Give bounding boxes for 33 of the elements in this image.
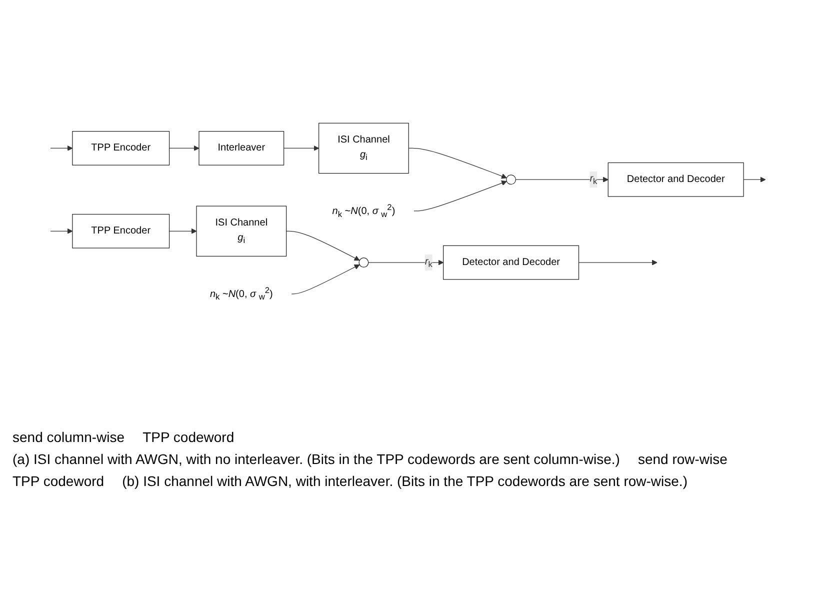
label-text: (a) ISI channel with AWGN, with no interleaver. (Bits in the TPP codewords are sent column-wise.) [12,450,620,468]
node-box [198,131,284,166]
node-box [318,122,408,174]
edge-label: r$_{k}$ [424,256,432,269]
arrow [408,148,506,179]
arrow [413,180,506,212]
arrow [578,260,657,266]
node-box [196,206,286,257]
edge-label: r$_{k}$ [589,173,597,186]
node-text: n$_{k}$ ~N(0, σ $_{w}$$^{2}$) [209,286,272,302]
node-box [72,131,170,166]
arrow [168,228,196,234]
arrow [282,145,319,151]
label-text: send row-wise [638,450,728,468]
node-circle [506,174,516,185]
arrow [290,264,360,294]
node-box [442,245,579,280]
arrow [50,145,72,151]
arrow [168,145,199,151]
block-diagram: r$_{k}$ r$_{k}$ TPP Encoder ISI Channel g$_{i}$ n$_{k}$ ~N(0, σ $_{w}$$^{2}$) Detector and Decoder TPP Encoder Interleaver ISI Channel g$_{i}$ n$_{k}$ ~N(0, σ $_{w}$$^{2}$) Detector and Decoder [8,8,808,428]
node-circle [358,258,368,268]
arrow [514,176,608,182]
node-box [607,162,744,197]
label-text: send column-wise [12,428,125,446]
label-text: (b) ISI channel with AWGN, with interleaver. (Bits in the TPP codewords are sent row-wise.) [122,472,688,490]
arrow [50,228,72,234]
arrow [286,230,360,261]
node-text: n$_{k}$ ~N(0, σ $_{w}$$^{2}$) [332,202,395,219]
arrow [368,260,444,266]
arrow [742,176,766,182]
label-text: TPP codeword [142,428,234,446]
node-box [72,214,170,248]
label-text: TPP codeword [12,472,104,490]
